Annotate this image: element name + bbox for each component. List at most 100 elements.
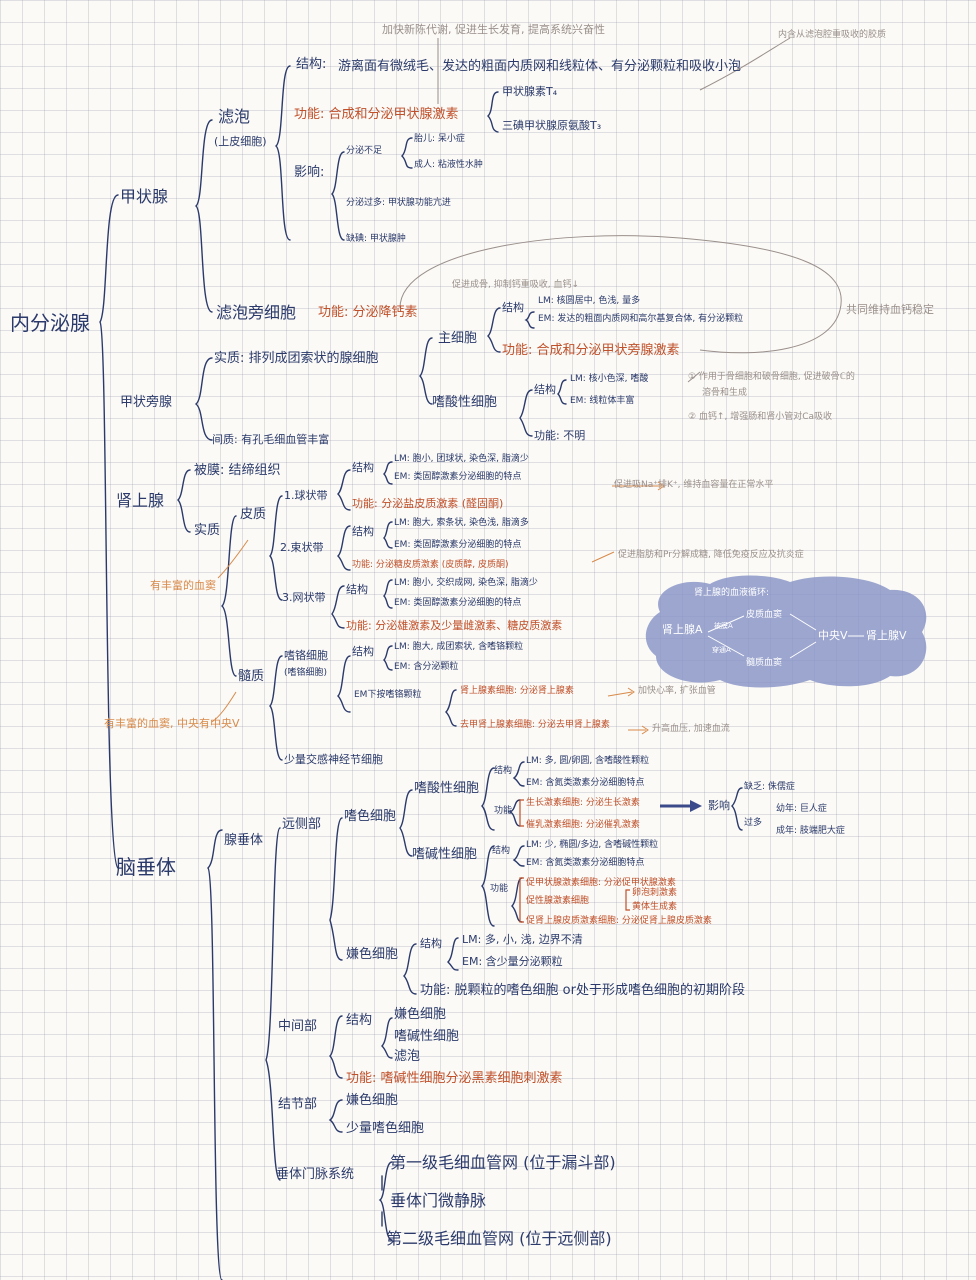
thyroid-note-top: 加快新陈代谢, 促进生长发育, 提高系统兴奋性 [382, 23, 605, 36]
follicle-sub: (上皮细胞) [214, 135, 267, 148]
iodine-effect: 缺碘: 甲状腺肿 [346, 234, 406, 244]
pth-note-1b: 溶骨和生成 [702, 388, 748, 398]
tsh-cell: 促甲状腺激素细胞: 分泌促甲状腺激素 [526, 878, 676, 888]
ne-note: 升高血压, 加速血流 [652, 724, 730, 734]
zone-1-lm: LM: 胞小, 团球状, 染色深, 脂滴少 [394, 454, 529, 464]
root-label: 内分泌腺 [10, 311, 90, 335]
tuberal-item-1: 嫌色细胞 [346, 1093, 399, 1108]
medulla-vessels-note: 有丰富的血窦, 中央有中央V [104, 717, 240, 730]
intermediate-item-3: 滤泡 [394, 1049, 421, 1064]
para-function: 功能: 分泌降钙素 [318, 305, 418, 320]
oxy-structure: 结构 [534, 383, 556, 396]
gh-cell: 生长激素细胞: 分泌生长激素 [526, 798, 640, 808]
ne-cell: 去甲肾上腺素细胞: 分泌去甲肾上腺素 [460, 720, 610, 730]
gh-excess: 过多 [744, 818, 763, 828]
para-parenchyma: 实质: 排列成团索状的腺细胞 [214, 351, 379, 366]
hormone-t4: 甲状腺素T₄ [502, 85, 558, 98]
acidophil-lm: LM: 多, 圆/卵圆, 含嗜酸性颗粒 [526, 756, 650, 766]
portal-item-3: 第二级毛细血管网 (位于远侧部) [386, 1229, 612, 1248]
circ-perforating-a: 穿通A [712, 646, 731, 654]
chief-lm: LM: 核圆居中, 色浅, 量多 [538, 296, 641, 306]
chromaffin-structure: 结构 [352, 645, 374, 658]
tuberal-part: 结节部 [278, 1097, 318, 1112]
chromaffin-em: EM: 含分泌颗粒 [394, 662, 459, 672]
circ-capsule-a: 被膜A [714, 622, 733, 630]
basophil-structure: 结构 [492, 846, 511, 856]
zone-2-em: EM: 类固醇激素分泌细胞的特点 [394, 540, 522, 550]
para-interstitium: 间质: 有孔毛细血管丰富 [212, 433, 330, 446]
portal-system: 垂体门脉系统 [276, 1167, 355, 1182]
pituitary-title: 脑垂体 [116, 855, 176, 879]
acidophil-structure: 结构 [494, 766, 513, 776]
chromophil-group: 嗜色细胞 [344, 809, 397, 824]
zone-2-lm: LM: 胞大, 索条状, 染色浅, 脂滴多 [394, 518, 529, 528]
chromophobe-lm: LM: 多, 小, 浅, 边界不清 [462, 933, 583, 946]
oxy-lm: LM: 核小色深, 嗜酸 [570, 374, 649, 384]
circ-adrenal-a: 肾上腺A [662, 623, 703, 636]
adult-effect: 成人: 粘液性水肿 [414, 160, 483, 170]
adrenal-cortex: 皮质 [240, 507, 267, 522]
chromophobe-label: 嫌色细胞 [346, 947, 399, 962]
adrenal-title: 肾上腺 [116, 491, 165, 510]
chromophobe-function: 功能: 脱颗粒的嗜色细胞 or处于形成嗜色细胞的初期阶段 [420, 983, 745, 998]
chromaffin-sub: (嗜铬细胞) [284, 668, 328, 678]
circ-adrenal-v: 肾上腺V [866, 629, 907, 642]
zone-2-structure: 结构 [352, 525, 374, 538]
zone-1-name: 1.球状带 [284, 489, 328, 502]
oxyphil-label: 嗜酸性细胞 [432, 395, 498, 410]
chromaffin-label: 嗜铬细胞 [284, 649, 328, 662]
zone-1-structure: 结构 [352, 461, 374, 474]
chief-em: EM: 发达的粗面内质网和高尔基复合体, 有分泌颗粒 [538, 314, 744, 324]
epi-cell: 肾上腺素细胞: 分泌肾上腺素 [460, 686, 574, 696]
chromophobe-structure: 结构 [420, 937, 442, 950]
follicle-function: 功能: 合成和分泌甲状腺激素 [294, 107, 459, 122]
zone-2-function: 功能: 分泌糖皮质激素 (皮质醇, 皮质酮) [352, 560, 509, 570]
acidophil-function-label: 功能 [494, 806, 513, 816]
zone-1-function: 功能: 分泌盐皮质激素 (醛固酮) [352, 497, 504, 510]
portal-item-1: 第一级毛细血管网 (位于漏斗部) [390, 1153, 616, 1172]
adrenal-capsule: 被膜: 结缔组织 [194, 463, 281, 478]
zone-3-structure: 结构 [346, 583, 368, 596]
adrenal-parenchyma: 实质 [194, 523, 221, 538]
basophil-function-label: 功能 [490, 884, 509, 894]
basophil-em: EM: 含氮类激素分泌细胞特点 [526, 858, 645, 868]
circulation-title: 肾上腺的血液循环: [694, 588, 770, 598]
zone-3-name: 3.网状带 [282, 591, 326, 604]
zone-3-function: 功能: 分泌雄激素及少量雌激素、糖皮质激素 [346, 619, 563, 632]
chromophobe-em: EM: 含少量分泌颗粒 [462, 955, 563, 968]
intermediate-function: 功能: 嗜碱性细胞分泌黑素细胞刺激素 [346, 1071, 563, 1086]
follicle-label: 滤泡 [218, 107, 251, 126]
zone-3-em: EM: 类固醇激素分泌细胞的特点 [394, 598, 522, 608]
gh-deficiency: 缺乏: 侏儒症 [744, 782, 795, 792]
prl-cell: 催乳激素细胞: 分泌催乳激素 [526, 820, 640, 830]
distal-part: 远侧部 [282, 817, 322, 832]
gh-child: 幼年: 巨人症 [776, 804, 827, 814]
cortex-vessels-note: 有丰富的血窦 [150, 579, 216, 592]
zone-2-note: 促进脂肪和Pr分解成糖, 降低免疫反应及抗炎症 [618, 550, 804, 560]
intermediate-structure: 结构 [346, 1013, 373, 1028]
child-effect: 胎儿: 呆小症 [414, 134, 465, 144]
ganglion-cells: 少量交感神经节细胞 [284, 753, 383, 766]
circ-medullary-sinus: 髓质血窦 [746, 658, 783, 668]
effect-label: 影响: [294, 165, 325, 180]
intermediate-part: 中间部 [278, 1019, 318, 1034]
parafollicular-label: 滤泡旁细胞 [216, 303, 297, 322]
zone-1-note: 促进吸Na⁺排K⁺, 维持血容量在正常水平 [614, 480, 774, 490]
gh-adult: 成年: 肢端肥大症 [776, 826, 845, 836]
intermediate-item-1: 嫌色细胞 [394, 1007, 447, 1022]
pth-note-2: ② 血钙↑, 增强肠和肾小管对Ca吸收 [688, 412, 832, 422]
circulation-cloud [645, 575, 927, 688]
zone-1-em: EM: 类固醇激素分泌细胞的特点 [394, 472, 522, 482]
epi-note: 加快心率, 扩张血管 [638, 686, 716, 696]
acidophil-label: 嗜酸性细胞 [414, 781, 480, 796]
intermediate-item-2: 嗜碱性细胞 [394, 1029, 460, 1044]
basophil-lm: LM: 少, 椭圆/多边, 含嗜碱性颗粒 [526, 840, 659, 850]
chromaffin-em-sub: EM下按嗜铬颗粒 [354, 690, 422, 700]
pth-note-1: ① 作用于骨细胞和破骨细胞, 促进破骨ℂ的 [688, 372, 855, 382]
hormone-t3: 三碘甲状腺原氨酸T₃ [502, 119, 602, 132]
circ-central-v: 中央V [818, 629, 848, 642]
deficiency-label: 分泌不足 [346, 146, 383, 156]
acth-cell: 促肾上腺皮质激素细胞: 分泌促肾上腺皮质激素 [526, 916, 712, 926]
thyroid-note-colloid: 内含从滤泡腔重吸收的胶质 [778, 30, 887, 40]
